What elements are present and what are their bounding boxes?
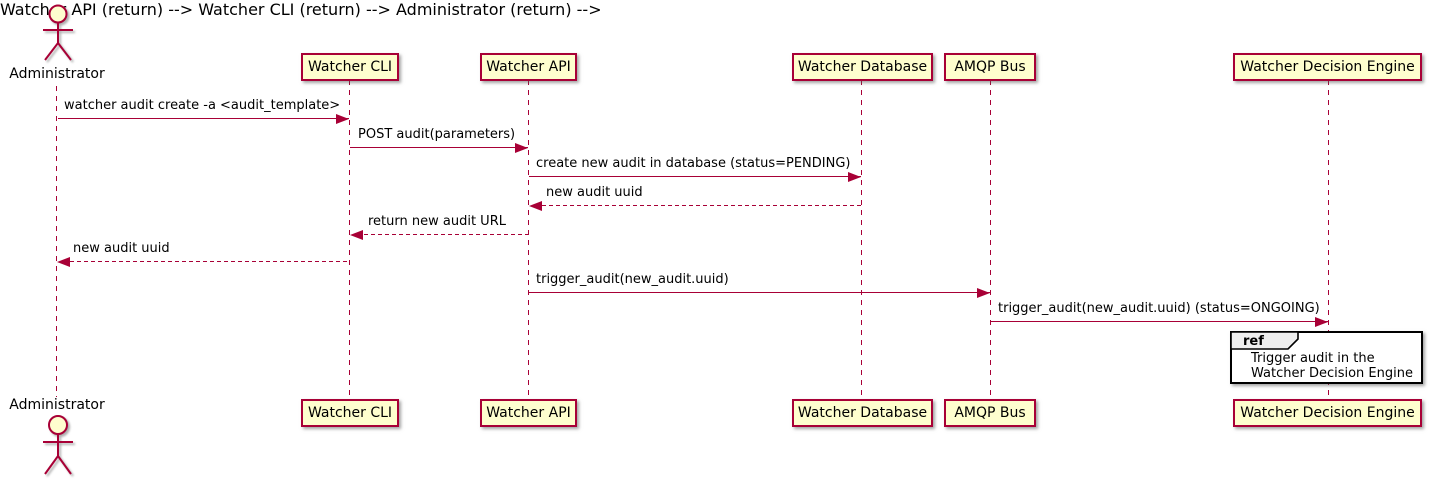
lifeline-watcher-cli: [349, 80, 350, 399]
message-label: POST audit(parameters): [358, 127, 516, 142]
message-label: trigger_audit(new_audit.uuid): [536, 272, 729, 287]
message-label: watcher audit create -a <audit_template>: [64, 98, 341, 113]
message-line: [58, 118, 349, 119]
message-line: [529, 176, 861, 177]
lifeline-watcher-database: [861, 80, 862, 399]
participant-top-amqp-bus: AMQP Bus: [944, 53, 1036, 81]
arrowhead-left-icon: [57, 257, 70, 267]
participant-top-watcher-api: Watcher API: [480, 53, 577, 81]
message-label: return new audit URL: [368, 214, 506, 229]
participant-top-watcher-database: Watcher Database: [792, 53, 933, 81]
message-label: create new audit in database (status=PEN…: [536, 156, 851, 171]
arrowhead-right-icon: [1315, 317, 1328, 327]
lifeline-amqp-bus: [990, 80, 991, 399]
arrowhead-right-icon: [515, 143, 528, 153]
actor-name-bottom: Administrator: [9, 397, 105, 413]
message-line: [991, 321, 1328, 322]
participant-bottom-watcher-cli: Watcher CLI: [301, 399, 399, 427]
participant-bottom-watcher-decision-engine: Watcher Decision Engine: [1233, 399, 1422, 427]
lifeline-administrator: [56, 86, 57, 397]
message-label: new audit uuid: [73, 241, 170, 256]
arrowhead-right-icon: [336, 114, 349, 124]
message-label: trigger_audit(new_audit.uuid) (status=ON…: [998, 301, 1320, 316]
participant-bottom-amqp-bus: AMQP Bus: [944, 399, 1036, 427]
message-line: [357, 234, 528, 235]
message-line: [350, 147, 528, 148]
actor-icon: [43, 415, 73, 475]
arrowhead-left-icon: [350, 230, 363, 240]
ref-text-line: Trigger audit in the: [1251, 351, 1375, 366]
actor-name-top: Administrator: [9, 66, 105, 82]
lifeline-watcher-decision-engine: [1328, 80, 1329, 399]
arrowhead-right-icon: [977, 288, 990, 298]
participant-top-watcher-decision-engine: Watcher Decision Engine: [1233, 53, 1422, 81]
message-line: [529, 292, 990, 293]
arrowhead-right-icon: [848, 172, 861, 182]
lifeline-watcher-api: [528, 80, 529, 399]
ref-text-line: Watcher Decision Engine: [1251, 366, 1413, 381]
ref-fragment: ref Trigger audit in the Watcher Decisio…: [1230, 331, 1423, 384]
message-line: [63, 261, 349, 262]
message-label: new audit uuid: [546, 185, 643, 200]
actor-icon: [43, 4, 73, 61]
ref-header-pentagon-icon: [1230, 331, 1299, 350]
participant-bottom-watcher-api: Watcher API: [480, 399, 577, 427]
participant-top-watcher-cli: Watcher CLI: [301, 53, 399, 81]
message-line: [535, 205, 861, 206]
ref-keyword: ref: [1243, 334, 1264, 349]
arrowhead-left-icon: [529, 201, 542, 211]
participant-bottom-watcher-database: Watcher Database: [792, 399, 933, 427]
